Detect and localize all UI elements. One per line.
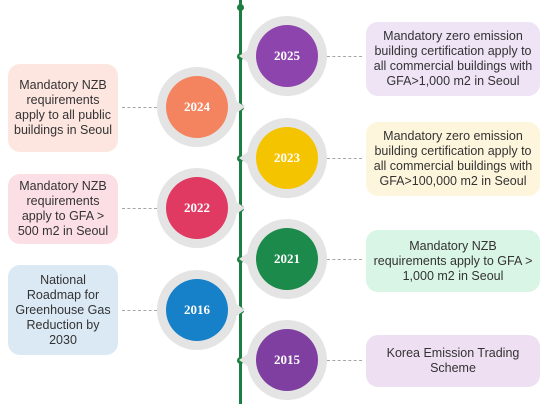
event-description: Mandatory zero emission building certifi… — [373, 129, 533, 188]
connector-line — [327, 360, 362, 361]
event-description: Mandatory NZB requirements apply to GFA … — [17, 179, 109, 238]
year-node: 2015 — [239, 320, 327, 400]
event-box: Mandatory zero emission building certifi… — [366, 22, 540, 96]
event-box: Korea Emission Trading Scheme — [366, 335, 540, 387]
node-pointer — [239, 252, 249, 266]
event-description: Mandatory zero emission building certifi… — [373, 29, 533, 88]
node-pointer — [235, 201, 245, 215]
event-description: Mandatory NZB requirements apply to all … — [14, 78, 112, 137]
connector-line — [122, 208, 157, 209]
event-description: Korea Emission Trading Scheme — [386, 346, 520, 375]
node-pointer — [239, 151, 249, 165]
event-description: National Roadmap for Greenhouse Gas Redu… — [15, 272, 111, 347]
year-circle: 2022 — [166, 177, 228, 239]
year-circle: 2025 — [256, 25, 318, 87]
year-circle: 2021 — [256, 228, 318, 290]
year-circle: 2016 — [166, 279, 228, 341]
timeline-tick — [237, 3, 244, 11]
year-circle: 2015 — [256, 329, 318, 391]
year-circle: 2024 — [166, 76, 228, 138]
event-description: Mandatory NZB requirements apply to GFA … — [373, 238, 533, 283]
year-node: 2025 — [239, 16, 327, 96]
connector-line — [327, 56, 362, 57]
connector-line — [327, 158, 362, 159]
year-node: 2022 — [157, 168, 245, 248]
year-node: 2016 — [157, 270, 245, 350]
node-pointer — [239, 353, 249, 367]
event-box: National Roadmap for Greenhouse Gas Redu… — [8, 265, 118, 355]
node-pointer — [235, 303, 245, 317]
year-node: 2023 — [239, 118, 327, 198]
event-box: Mandatory zero emission building certifi… — [366, 122, 540, 196]
year-circle: 2023 — [256, 127, 318, 189]
event-box: Mandatory NZB requirements apply to GFA … — [8, 174, 118, 244]
node-pointer — [239, 49, 249, 63]
connector-line — [122, 107, 157, 108]
year-node: 2024 — [157, 67, 245, 147]
year-node: 2021 — [239, 219, 327, 299]
event-box: Mandatory NZB requirements apply to all … — [8, 64, 118, 152]
event-box: Mandatory NZB requirements apply to GFA … — [366, 230, 540, 292]
node-pointer — [235, 100, 245, 114]
connector-line — [122, 310, 157, 311]
connector-line — [327, 259, 362, 260]
